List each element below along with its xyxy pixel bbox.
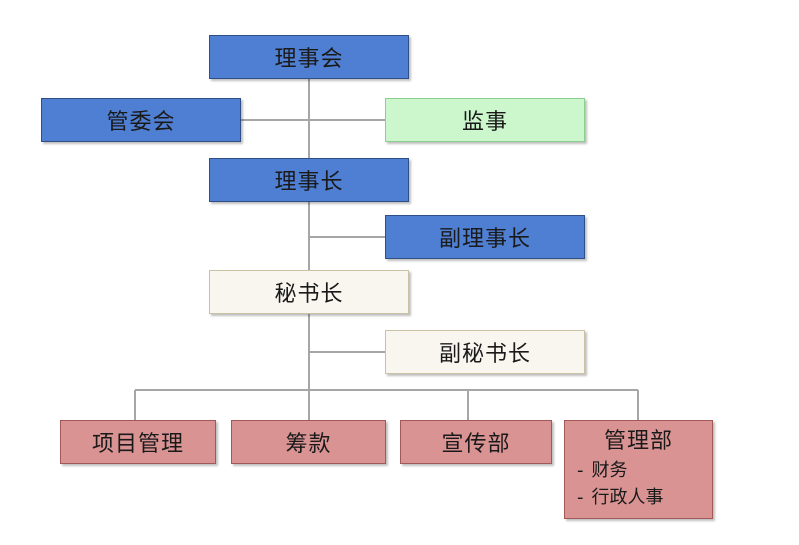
dept-project-management: 项目管理 <box>60 420 216 464</box>
dept-administration-sub-item: -行政人事 <box>565 484 712 511</box>
dept-publicity: 宣传部 <box>400 420 552 464</box>
dept-fundraising-label: 筹款 <box>285 432 332 457</box>
dept-administration-sub-item: -财务 <box>565 457 712 484</box>
deputy-secretary-general-label: 副秘书长 <box>438 342 531 367</box>
dept-administration: 管理部 -财务 -行政人事 <box>564 420 713 519</box>
secretary-general-node: 秘书长 <box>209 270 409 314</box>
dept-publicity-label: 宣传部 <box>441 432 511 457</box>
management-committee-node: 管委会 <box>41 98 241 142</box>
vice-chairman-label: 副理事长 <box>438 227 531 252</box>
deputy-secretary-general-node: 副秘书长 <box>385 330 585 374</box>
chairman-node: 理事长 <box>209 158 409 202</box>
council-node: 理事会 <box>209 35 409 79</box>
dept-project-management-label: 项目管理 <box>91 432 184 457</box>
secretary-general-label: 秘书长 <box>274 282 344 307</box>
supervisor-node: 监事 <box>385 98 585 142</box>
dept-fundraising: 筹款 <box>231 420 386 464</box>
supervisor-label: 监事 <box>461 110 508 135</box>
chairman-label: 理事长 <box>274 170 344 195</box>
bullet-dash: - <box>577 460 584 481</box>
management-committee-label: 管委会 <box>106 110 176 135</box>
dept-administration-label: 管理部 <box>603 429 673 454</box>
bullet-dash: - <box>577 487 584 508</box>
council-label: 理事会 <box>274 47 344 72</box>
sub-item-admin-hr: 行政人事 <box>591 487 664 508</box>
sub-item-finance: 财务 <box>591 460 628 481</box>
vice-chairman-node: 副理事长 <box>385 215 585 259</box>
connector-lines <box>134 79 639 420</box>
